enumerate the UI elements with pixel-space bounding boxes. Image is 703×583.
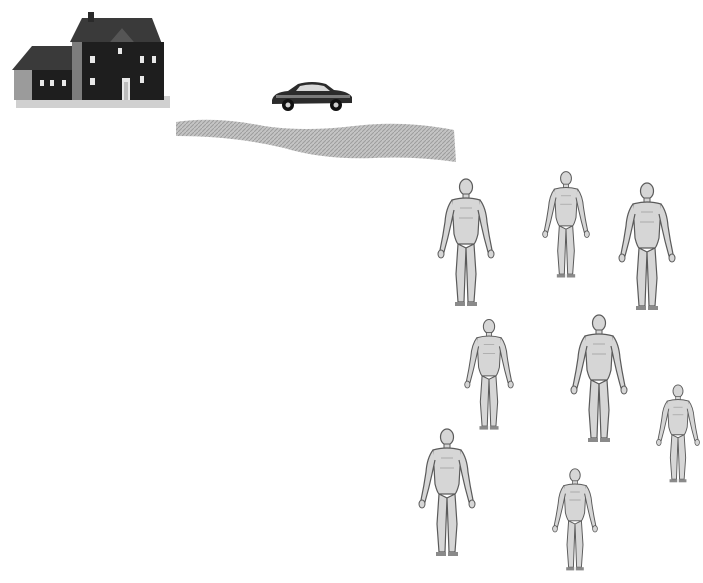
human-figure-icon — [463, 312, 515, 438]
car-icon — [268, 80, 356, 114]
house-door-inner — [124, 82, 128, 100]
human-figure-icon — [541, 162, 591, 288]
house-chimney — [88, 12, 94, 22]
house-window — [50, 80, 54, 86]
car-wheel-hub — [286, 103, 291, 108]
human-figure-icon — [617, 182, 677, 312]
house-window — [140, 76, 144, 83]
house-window — [40, 80, 44, 86]
house-window — [62, 80, 66, 86]
car-wheel-hub — [334, 103, 339, 108]
road-shape — [176, 120, 456, 162]
house-window — [152, 56, 156, 63]
human-figure-icon — [436, 178, 496, 308]
road-strip — [174, 112, 458, 168]
human-figure-icon — [655, 372, 701, 496]
house-icon — [10, 12, 172, 110]
house-window — [118, 48, 122, 54]
house-window — [90, 78, 95, 85]
house-window — [90, 56, 95, 63]
car-stripe — [276, 95, 350, 98]
house-window — [140, 56, 144, 63]
human-figure-icon — [417, 428, 477, 558]
house-left-wall-light — [14, 70, 32, 100]
house-main-wall-light — [72, 42, 82, 100]
human-figure-icon — [551, 458, 599, 582]
human-figure-icon — [568, 314, 630, 444]
